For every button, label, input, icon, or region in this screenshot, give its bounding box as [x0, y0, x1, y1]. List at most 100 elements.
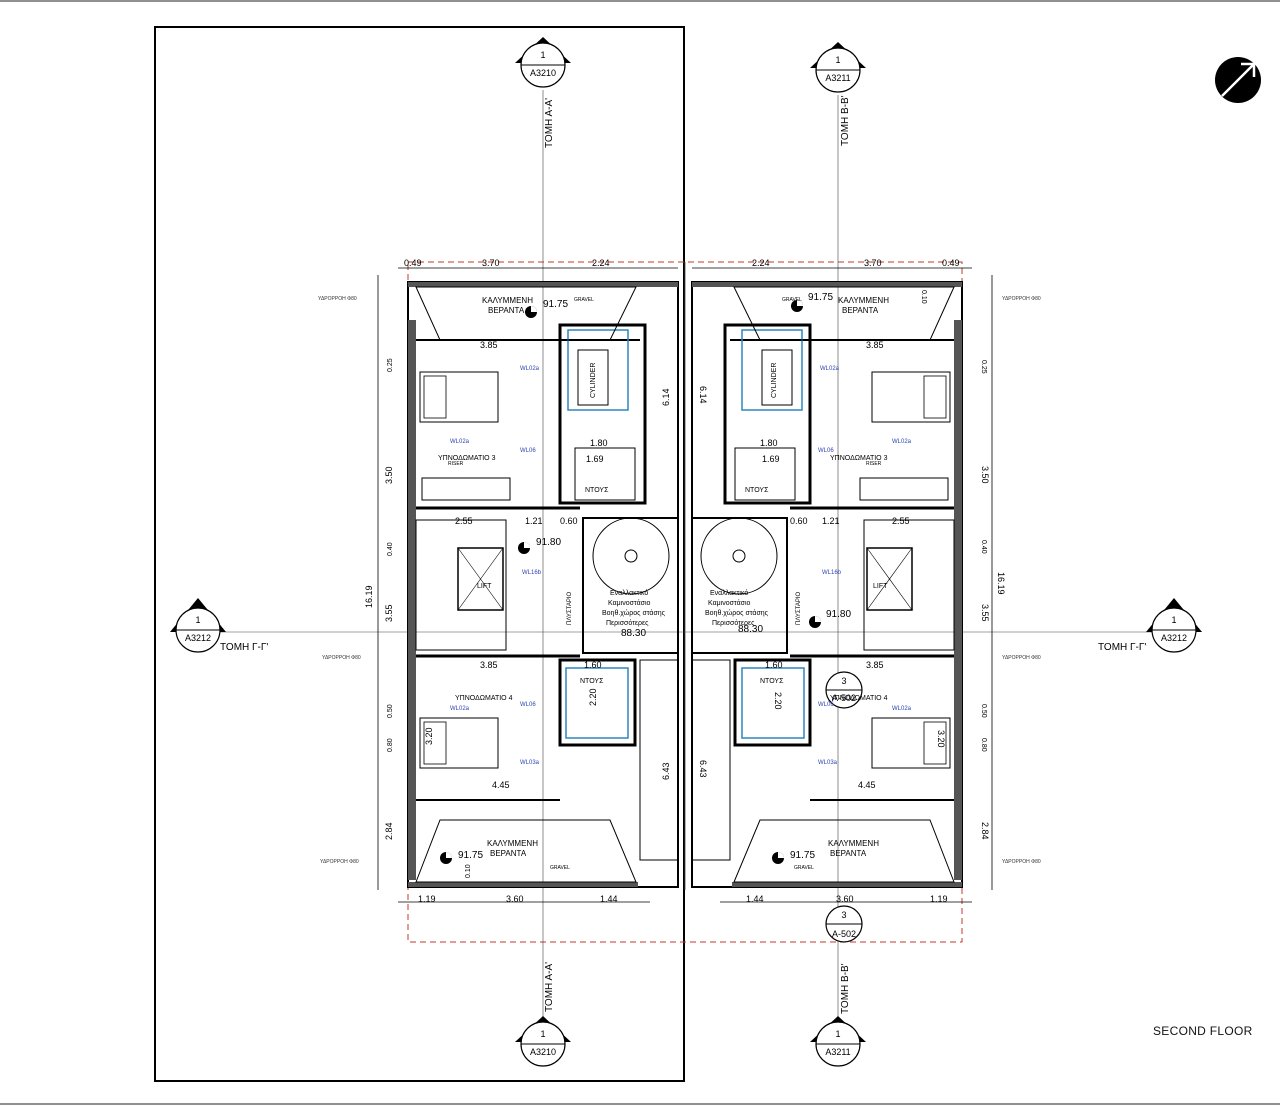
- room-label: ΚΑΛΥΜΜΕΝΗ: [487, 839, 538, 848]
- stair-note: Εναλλακτικό: [610, 589, 648, 597]
- room-label: ΒΕΡΑΝΤΑ: [830, 849, 867, 858]
- svg-text:91.80: 91.80: [826, 609, 851, 620]
- stair-note: Περισσότερες: [606, 619, 649, 627]
- room-label: GRAVEL: [550, 865, 570, 871]
- plot-boundary: [154, 26, 685, 1082]
- marker-ref: A3211: [825, 1047, 850, 1057]
- dim-label: 3.60: [506, 894, 524, 904]
- level-marker-veranda-bottom-r: 91.75: [772, 850, 815, 864]
- svg-text:88.30: 88.30: [738, 624, 763, 635]
- dim-label: 0.10: [920, 290, 927, 304]
- dim-label: 3.60: [836, 894, 854, 904]
- dim-label: 3.55: [980, 604, 990, 622]
- stair-note: Περισσότερες: [712, 619, 755, 627]
- dim-label: 3.50: [384, 466, 394, 484]
- dim-label: 1.60: [765, 660, 783, 670]
- dim-label: 1.21: [822, 516, 840, 526]
- marker-ref: A-502: [832, 929, 856, 939]
- dim-label: 2.20: [588, 688, 598, 706]
- dim-label: 2.24: [592, 258, 610, 268]
- wall-tag: WL06: [520, 702, 536, 708]
- dim-label: 3.50: [980, 466, 990, 484]
- dim-label: 1.80: [590, 438, 608, 448]
- dim-label: 1.44: [746, 894, 764, 904]
- wall-tag: WL16b: [822, 570, 842, 576]
- sheet-title: SECOND FLOOR: [1153, 1024, 1253, 1038]
- dim-label: 3.85: [480, 660, 498, 670]
- dim-label: 16.19: [996, 572, 1006, 595]
- section-marker-a-bottom[interactable]: 1 A3210 ΤΟΜΗ Α-Α': [515, 962, 571, 1067]
- room-label: ΝΤΟΥΣ: [580, 678, 604, 685]
- level-marker-veranda-top-r: 91.75: [791, 292, 833, 312]
- dim-label: 1.19: [418, 894, 436, 904]
- wall-tag: WL03a: [818, 760, 838, 766]
- room-label: ΒΕΡΑΝΤΑ: [488, 306, 525, 315]
- stair-note: Βοηθ.χώρος στάσης: [705, 609, 769, 617]
- room-label: ΚΑΛΥΜΜΕΝΗ: [482, 296, 533, 305]
- dim-label: 0.40: [387, 542, 394, 556]
- room-label: RISER: [448, 461, 464, 467]
- section-label: ΤΟΜΗ Α-Α': [544, 962, 555, 1012]
- section-marker-g-left[interactable]: 1 A3212 ΤΟΜΗ Γ-Γ': [170, 598, 268, 653]
- dim-label: 2.20: [773, 692, 783, 710]
- dim-label: 3.55: [384, 604, 394, 622]
- dim-label: 1.69: [586, 454, 604, 464]
- dim-label: 3.85: [866, 660, 884, 670]
- wall-tag: WL06: [520, 448, 536, 454]
- dim-label: 0.10: [465, 864, 472, 878]
- drain-label: ΥΔΡΟΡΡΟΗ Φ80: [322, 655, 361, 661]
- dim-label: 0.25: [980, 360, 987, 374]
- room-label: ΝΤΟΥΣ: [585, 487, 609, 494]
- drain-label: ΥΔΡΟΡΡΟΗ Φ80: [318, 296, 357, 302]
- dim-label: 2.55: [892, 516, 910, 526]
- room-label: ΥΠΝΟΔΩΜΑΤΙΟ 3: [830, 455, 888, 462]
- dim-label: 3.70: [864, 258, 882, 268]
- drain-label: ΥΔΡΟΡΡΟΗ Φ80: [1002, 655, 1041, 661]
- dim-label: 0.49: [404, 258, 422, 268]
- right-unit: [691, 281, 963, 888]
- room-label: ΒΕΡΑΝΤΑ: [842, 306, 879, 315]
- wall-tag: WL02a: [892, 439, 912, 445]
- marker-number: 1: [835, 55, 840, 65]
- svg-text:88.30: 88.30: [621, 628, 646, 639]
- dim-label: 0.60: [790, 516, 808, 526]
- room-label: LIFT: [477, 583, 492, 590]
- wall-tag: WL02a: [520, 366, 540, 372]
- dim-label: 1.19: [930, 894, 948, 904]
- section-label: ΤΟΜΗ Γ-Γ': [220, 642, 268, 653]
- dim-label: 4.45: [858, 780, 876, 790]
- room-label: ΒΕΡΑΝΤΑ: [490, 849, 527, 858]
- dim-label: 6.14: [698, 386, 708, 404]
- section-label: ΤΟΜΗ Α-Α': [544, 98, 555, 148]
- wall-tag: WL03a: [520, 760, 540, 766]
- level-marker-hall: 91.80: [518, 537, 561, 554]
- north-arrow-icon: [1215, 57, 1261, 103]
- marker-ref: A3210: [530, 68, 556, 78]
- section-marker-a-top[interactable]: 1 A3210 ΤΟΜΗ Α-Α': [515, 37, 571, 148]
- dim-label: 16.19: [364, 585, 374, 608]
- dim-label: 2.84: [980, 822, 990, 840]
- detail-marker-bottom[interactable]: 3 A-502: [825, 905, 863, 943]
- dim-label: 1.21: [525, 516, 543, 526]
- room-label: ΚΑΛΥΜΜΕΝΗ: [838, 296, 889, 305]
- dim-label: 6.14: [661, 388, 671, 406]
- section-marker-b-top[interactable]: 1 A3211 ΤΟΜΗ Β-Β': [810, 42, 866, 146]
- detail-marker-mid[interactable]: 3 A-502: [825, 671, 863, 709]
- room-label: GRAVEL: [574, 297, 594, 303]
- dim-label: 3.70: [482, 258, 500, 268]
- level-marker-stair-r: 88.30: [738, 624, 763, 635]
- section-marker-g-right[interactable]: 1 A3212 ΤΟΜΗ Γ-Γ': [1098, 598, 1202, 653]
- marker-number: 3: [841, 676, 846, 686]
- svg-text:91.75: 91.75: [458, 850, 483, 861]
- wall-tag: WL16b: [522, 570, 542, 576]
- room-label: GRAVEL: [782, 297, 802, 303]
- level-marker-hall-r: 91.80: [809, 609, 851, 628]
- stair-note: Βοηθ.χώρος στάσης: [602, 609, 666, 617]
- dim-label: 1.60: [584, 660, 602, 670]
- dim-label: 0.50: [387, 704, 394, 718]
- stair-note: Καμινοστάσιο: [608, 599, 651, 607]
- svg-text:91.80: 91.80: [536, 537, 561, 548]
- section-marker-b-bottom[interactable]: 1 A3211 ΤΟΜΗ Β-Β': [810, 963, 866, 1067]
- left-unit: [407, 281, 679, 888]
- stair-note: Εναλλακτικό: [710, 589, 748, 597]
